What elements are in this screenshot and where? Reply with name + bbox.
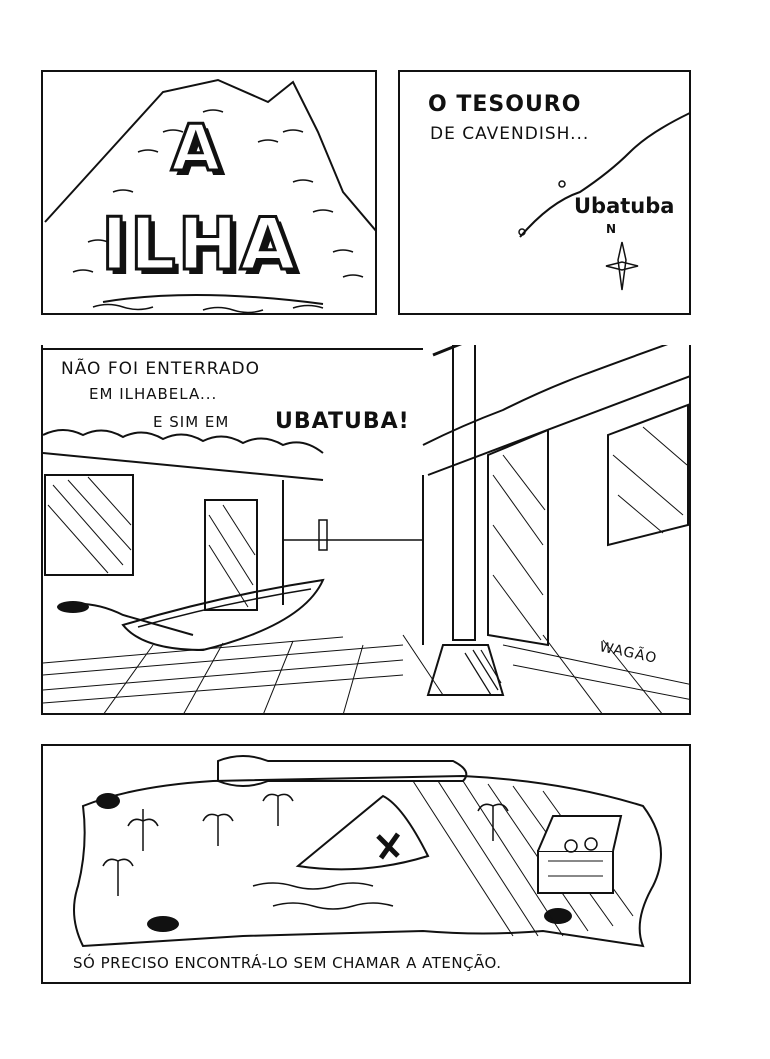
compass-rose [605,241,639,291]
street-scene-drawing [43,345,689,713]
caption-so-preciso: SÓ PRECISO ENCONTRÁ-LO SEM CHAMAR A ATEN… [73,954,502,972]
treasure-map-drawing [73,755,662,948]
caption-em-ilhabela: EM ILHABELA... [89,385,218,403]
panel-a-ilha: A ILHA [41,70,377,315]
coastline-map-drawing [518,112,689,291]
panel-street-scene: NÃO FOI ENTERRADO EM ILHABELA... E SIM E… [41,345,691,715]
island-mountain-drawing [44,78,375,313]
caption-nao-foi-enterrado: NÃO FOI ENTERRADO [61,359,261,379]
panel-tesouro: O TESOURO DE CAVENDISH... Ubatuba N [398,70,691,315]
compass-north-label: N [606,222,618,236]
caption-e-sim-em: E SIM EM [153,413,230,431]
title-letter-a: A [170,111,223,188]
title-word-ilha: ILHA [100,201,298,288]
map-label-ubatuba: Ubatuba [574,194,675,218]
panel-treasure-map: SÓ PRECISO ENCONTRÁ-LO SEM CHAMAR A ATEN… [41,744,691,984]
caption-o-tesouro: O TESOURO [428,92,582,117]
caption-de-cavendish: DE CAVENDISH... [430,124,590,144]
caption-ubatuba-emphasis: UBATUBA! [275,409,410,434]
